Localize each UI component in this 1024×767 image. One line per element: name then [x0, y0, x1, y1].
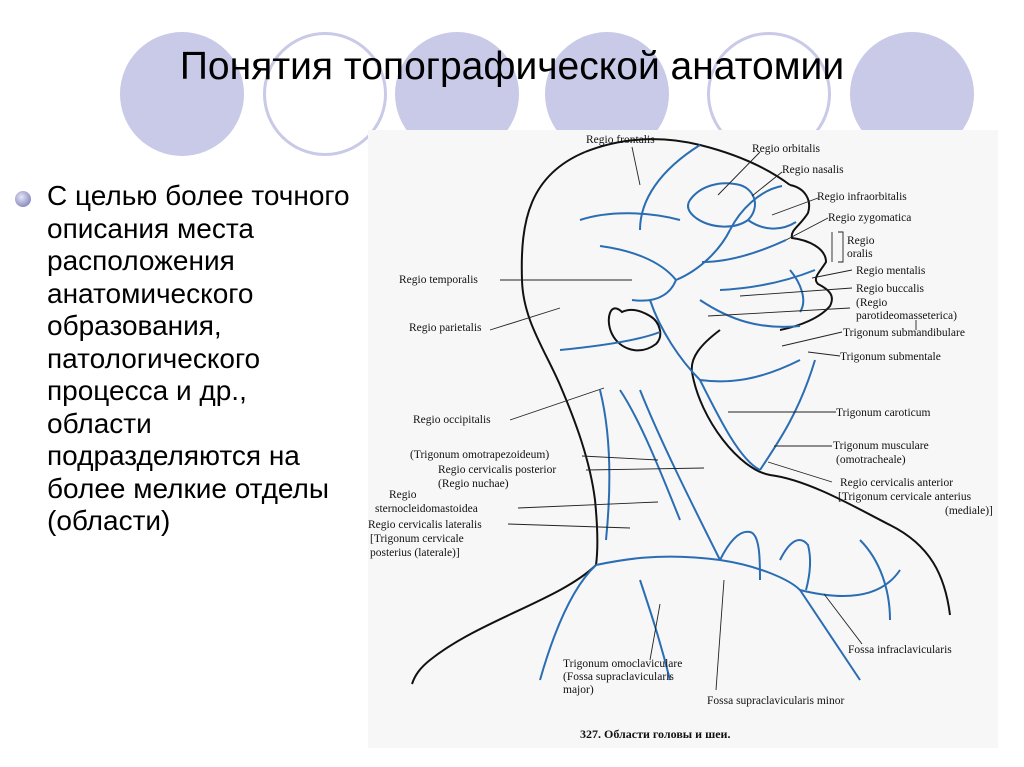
label-regio-cervicalis-anterior: Regio cervicalis anterior: [840, 477, 953, 489]
label-trigonum-cervicale-posterius-2: posterius (laterale)]: [370, 547, 460, 559]
label-regio-occipitalis: Regio occipitalis: [413, 414, 491, 426]
label-regio-orbitalis: Regio orbitalis: [752, 143, 821, 155]
label-regio-infraorbitalis: Regio infraorbitalis: [817, 191, 907, 203]
label-fossa-supraclavicularis-minor: Fossa supraclavicularis minor: [707, 695, 845, 707]
label-regio-parietalis: Regio parietalis: [409, 322, 482, 334]
label-regio-cervicalis-posterior: Regio cervicalis posterior: [438, 464, 556, 476]
figure-caption: 327. Области головы и шеи.: [580, 727, 730, 741]
label-regio-oralis-1: Regio: [847, 235, 875, 247]
label-fossa-infraclavicularis: Fossa infraclavicularis: [848, 644, 952, 656]
label-regio-nuchae: (Regio nuchae): [438, 478, 509, 490]
label-regio-temporalis: Regio temporalis: [399, 274, 478, 286]
label-trigonum-musculare-2: (omotracheale): [836, 454, 906, 466]
label-trigonum-omoclaviculare-3: major): [563, 684, 594, 696]
label-trigonum-musculare-1: Trigonum musculare: [833, 440, 929, 452]
label-trigonum-caroticum: Trigonum caroticum: [836, 407, 930, 419]
label-regio-scm-1: Regio: [389, 489, 417, 501]
label-trigonum-omoclaviculare-1: Trigonum omoclaviculare: [563, 658, 682, 670]
label-trigonum-cervicale-posterius-1: [Trigonum cervicale: [370, 533, 464, 545]
leader-lines: [489, 146, 917, 691]
label-trigonum-cervicale-anterius-2: (mediale)]: [945, 505, 993, 517]
label-trigonum-omoclaviculare-2: (Fossa supraclavicularis: [563, 671, 674, 683]
label-regio-nasalis: Regio nasalis: [782, 164, 844, 176]
label-trigonum-cervicale-anterius-1: [Trigonum cervicale anterius: [838, 491, 972, 503]
slide-title: Понятия топографической анатомии: [179, 45, 845, 88]
label-regio-parotideo-2: parotideomasseterica): [856, 310, 957, 322]
label-regio-buccalis: Regio buccalis: [856, 283, 925, 295]
label-trigonum-submentale: Trigonum submentale: [840, 351, 941, 363]
oralis-bracket: [838, 231, 844, 263]
label-trigonum-omotrapezoideum: (Trigonum omotrapezoideum): [410, 449, 549, 461]
label-regio-parotideo-1: (Regio: [856, 297, 888, 309]
label-regio-cervicalis-lateralis: Regio cervicalis lateralis: [368, 519, 482, 531]
label-regio-oralis-2: oralis: [847, 248, 873, 260]
figure-page-background: [368, 130, 998, 748]
region-boundaries: [539, 144, 901, 681]
label-trigonum-submandibulare: Trigonum submandibulare: [843, 327, 965, 339]
label-regio-frontalis: Regio frontalis: [586, 134, 655, 146]
label-regio-zygomatica: Regio zygomatica: [828, 212, 911, 224]
label-regio-scm-2: sternocleidomastoidea: [375, 503, 478, 515]
body-outline: [411, 138, 951, 685]
circle-bullet-icon: [15, 191, 31, 207]
label-regio-mentalis: Regio mentalis: [856, 265, 926, 277]
decorative-ring-2: [263, 32, 387, 156]
decorative-circle-1: [120, 32, 244, 156]
body-text: С целью более точного описания места рас…: [47, 180, 350, 536]
